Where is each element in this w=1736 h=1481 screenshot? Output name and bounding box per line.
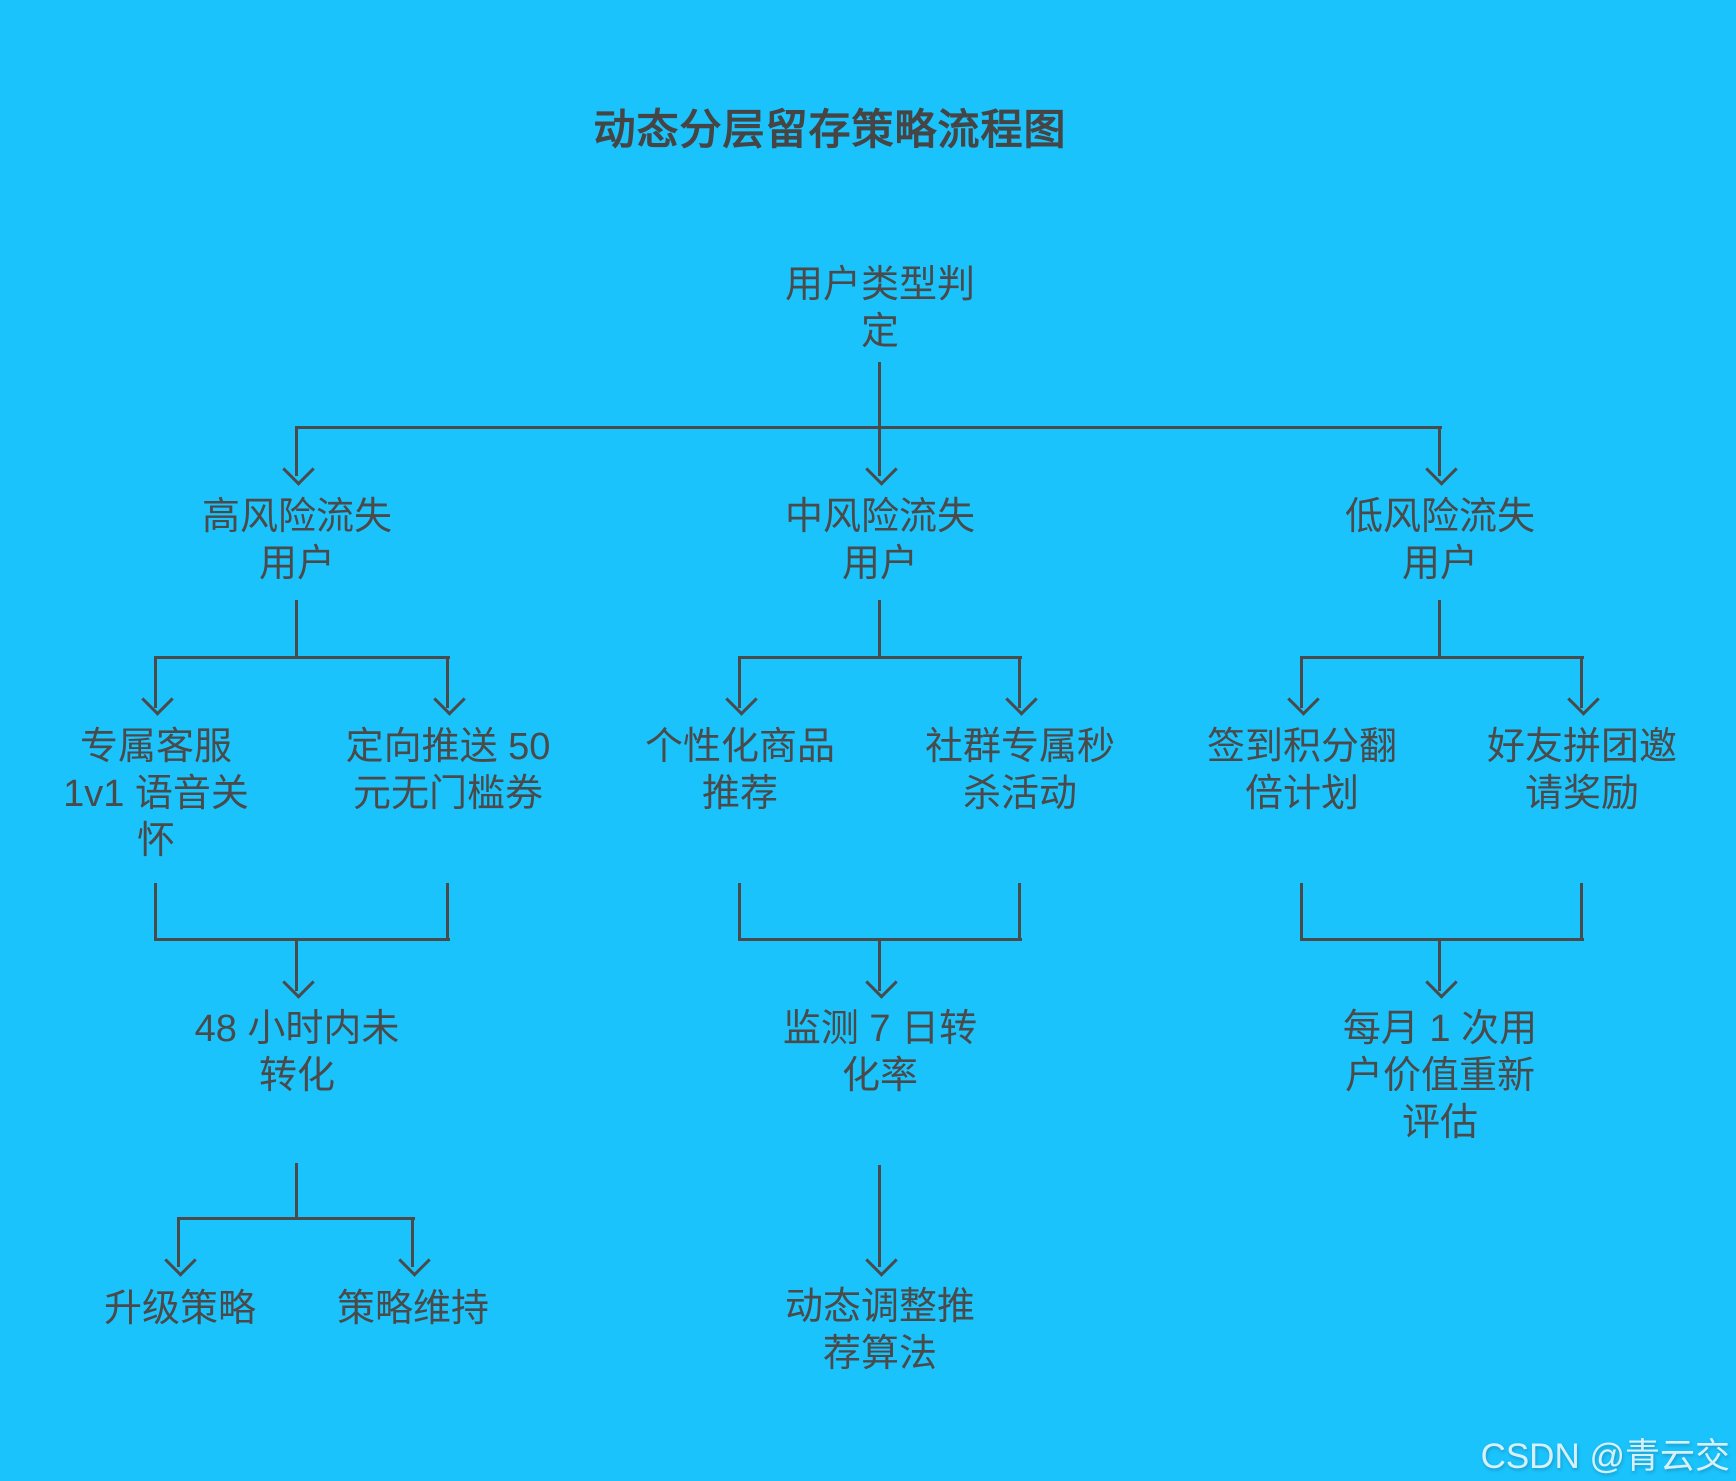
connector-line [154,938,450,941]
arrow-down-icon [164,1244,197,1277]
node-mid-risk-users: 中风险流失 用户 [784,496,975,585]
connector-line [295,940,298,991]
node-high-risk-users: 高风险流失 用户 [201,496,392,585]
node-monitor-7d-rate: 监测 7 日转 化率 [782,1008,978,1097]
arrow-down-icon [865,453,898,486]
arrow-down-icon [725,683,758,716]
connector-line [295,426,1442,429]
connector-line [1300,658,1303,708]
arrow-down-icon [865,966,898,999]
node-checkin-points: 签到积分翻 倍计划 [1206,726,1397,815]
arrow-down-icon [282,966,315,999]
connector-line [1438,600,1441,658]
arrow-down-icon [1287,683,1320,716]
connector-line [738,938,1022,941]
arrow-down-icon [1425,453,1458,486]
node-personalized-reco: 个性化商品 推荐 [644,726,835,815]
arrow-down-icon [1425,966,1458,999]
connector-line [1300,938,1584,941]
node-targeted-coupon: 定向推送 50 元无门槛券 [345,726,551,815]
connector-line [446,658,449,708]
connector-line [1580,883,1583,940]
watermark-text: CSDN @青云交 [1480,1437,1730,1476]
connector-line [411,1219,414,1267]
connector-line [1438,428,1441,476]
node-monthly-revalue: 每月 1 次用 户价值重新 评估 [1342,1008,1538,1144]
connector-line [154,656,450,659]
connector-line [295,600,298,658]
node-low-risk-users: 低风险流失 用户 [1344,496,1535,585]
connector-line [878,940,881,991]
arrow-down-icon [1005,683,1038,716]
connector-line [177,1219,180,1267]
node-48h-no-conversion: 48 小时内未 转化 [194,1008,400,1097]
arrow-down-icon [433,683,466,716]
connector-line [878,1165,881,1267]
node-keep-strategy: 策略维持 [336,1288,489,1330]
connector-line [154,658,157,708]
connector-line [738,656,1022,659]
connector-line [295,428,298,476]
arrow-down-icon [1567,683,1600,716]
connector-line [154,883,157,940]
node-user-type: 用户类型判 定 [784,264,975,353]
connector-line [878,362,881,476]
connector-line [1580,658,1583,708]
connector-line [878,600,881,658]
connector-line [738,658,741,708]
connector-line [446,883,449,940]
connector-line [1018,883,1021,940]
node-adjust-algorithm: 动态调整推 荐算法 [784,1286,975,1375]
connector-line [177,1217,415,1220]
arrow-down-icon [282,453,315,486]
node-friend-group-reward: 好友拼团邀 请奖励 [1486,726,1677,815]
connector-line [1300,883,1303,940]
connector-line [295,1163,298,1219]
arrow-down-icon [398,1244,431,1277]
node-upgrade-strategy: 升级策略 [103,1288,256,1330]
arrow-down-icon [141,683,174,716]
connector-line [1438,940,1441,991]
connector-line [1300,656,1584,659]
node-vip-service: 专属客服 1v1 语音关 怀 [63,726,249,862]
connector-line [1018,658,1021,708]
arrow-down-icon [865,1244,898,1277]
connector-line [738,883,741,940]
diagram-title: 动态分层留存策略流程图 [593,106,1067,153]
node-community-flashsale: 社群专属秒 杀活动 [924,726,1115,815]
